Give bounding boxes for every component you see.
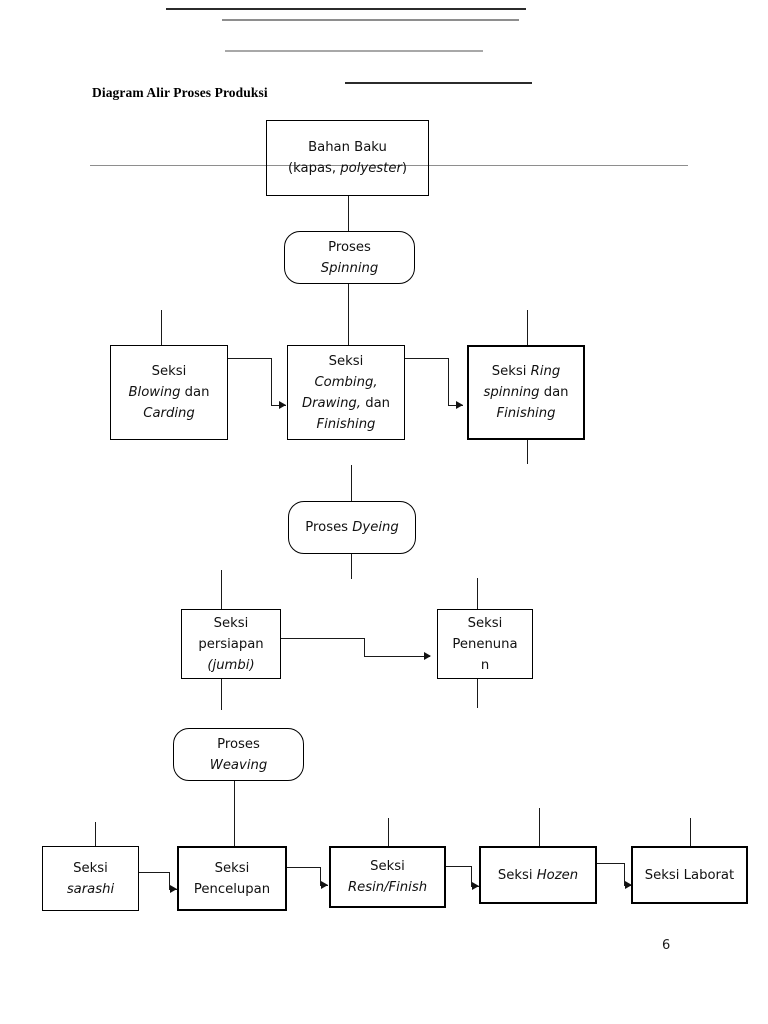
edge-combing-ring-h1 bbox=[405, 358, 449, 359]
page-title: Diagram Alir Proses Produksi bbox=[92, 85, 268, 100]
node-seksi-ring-spinning-finishing[interactable]: Seksi Ring spinning dan Finishing bbox=[467, 345, 585, 440]
node-penenunan-line1: Seksi bbox=[467, 615, 503, 631]
stub-below-dyeing bbox=[351, 554, 352, 579]
node-proses-dyeing-line1: Proses Dyeing bbox=[305, 520, 399, 535]
node-blowing-line2: Blowing dan bbox=[128, 385, 210, 400]
edge-sarashi-pencelupan-h1 bbox=[139, 872, 170, 873]
arrowhead-combing-to-ring bbox=[456, 401, 463, 409]
node-persiapan-line2: persiapan bbox=[198, 636, 264, 652]
edge-pencelupan-resin-h1 bbox=[287, 867, 321, 868]
node-combing-line2: Combing, bbox=[314, 374, 378, 390]
node-seksi-combing-drawing-finishing[interactable]: Seksi Combing, Drawing, dan Finishing bbox=[287, 345, 405, 440]
edge-blowing-combing-v bbox=[271, 358, 272, 405]
node-pencelupan-line2: Pencelupan bbox=[193, 881, 271, 897]
stub-above-sarashi bbox=[95, 822, 96, 846]
edge-hozen-laborat-h1 bbox=[597, 863, 625, 864]
node-bahan-baku-line1: Bahan Baku bbox=[308, 140, 387, 155]
node-proses-weaving[interactable]: Proses Weaving bbox=[173, 728, 304, 781]
stub-above-hozen bbox=[539, 808, 540, 846]
node-laborat-line1: Seksi Laborat bbox=[644, 867, 735, 883]
node-combing-line3: Drawing, dan bbox=[301, 395, 391, 411]
stub-below-ring bbox=[527, 440, 528, 464]
edge-combing-ring-h2 bbox=[448, 405, 463, 406]
node-bahan-baku-line2: (kapas, polyester) bbox=[287, 161, 408, 176]
node-blowing-line3: Carding bbox=[143, 406, 195, 421]
edge-sarashi-pencelupan-v bbox=[169, 872, 170, 889]
edge-combing-ring-v bbox=[448, 358, 449, 405]
node-proses-weaving-line1: Proses bbox=[217, 736, 260, 752]
node-bahan-baku[interactable]: Bahan Baku (kapas, polyester) bbox=[266, 120, 429, 196]
arrowhead-persiapan-to-penenunan bbox=[424, 652, 431, 660]
node-resin-line2: Resin/Finish bbox=[347, 880, 428, 895]
node-hozen-line1: Seksi Hozen bbox=[497, 867, 579, 883]
edge-pencelupan-resin-v bbox=[320, 867, 321, 885]
edge-persiapan-penenunan-h1 bbox=[281, 638, 365, 639]
stub-below-penenunan bbox=[477, 679, 478, 708]
edge-spinning-to-combing bbox=[348, 284, 349, 345]
edge-resin-hozen-v bbox=[471, 866, 472, 886]
node-combing-line1: Seksi bbox=[328, 353, 364, 369]
stub-above-dyeing bbox=[351, 465, 352, 501]
stub-above-resin bbox=[388, 818, 389, 846]
node-persiapan-line1: Seksi bbox=[213, 615, 249, 631]
node-seksi-pencelupan[interactable]: Seksi Pencelupan bbox=[177, 846, 287, 911]
node-proses-spinning-line1: Proses bbox=[328, 239, 371, 255]
node-seksi-laborat[interactable]: Seksi Laborat bbox=[631, 846, 748, 904]
arrowhead-sarashi-to-pencelupan bbox=[170, 885, 177, 893]
node-seksi-resin-finish[interactable]: Seksi Resin/Finish bbox=[329, 846, 446, 908]
stub-above-ring bbox=[527, 310, 528, 345]
stub-above-blowing bbox=[161, 310, 162, 345]
arrowhead-pencelupan-to-resin bbox=[321, 881, 328, 889]
node-proses-spinning-line2: Spinning bbox=[320, 260, 379, 276]
node-persiapan-line3: (jumbi) bbox=[207, 657, 255, 673]
edge-blowing-combing-h1 bbox=[228, 358, 272, 359]
arrowhead-blowing-to-combing bbox=[279, 401, 286, 409]
scan-artifact-line-1 bbox=[166, 8, 526, 10]
edge-bahanbaku-to-spinning bbox=[348, 196, 349, 232]
arrowhead-hozen-to-laborat bbox=[625, 881, 632, 889]
scan-artifact-line-2 bbox=[222, 19, 519, 21]
stub-above-persiapan bbox=[221, 570, 222, 609]
stub-above-laborat bbox=[690, 818, 691, 846]
node-seksi-persiapan-jumbi[interactable]: Seksi persiapan (jumbi) bbox=[181, 609, 281, 679]
edge-persiapan-penenunan-v bbox=[364, 638, 365, 656]
node-seksi-blowing-carding[interactable]: Seksi Blowing dan Carding bbox=[110, 345, 228, 440]
edge-resin-hozen-h1 bbox=[446, 866, 472, 867]
node-penenunan-line3: n bbox=[480, 657, 490, 673]
page-number: 6 bbox=[662, 938, 671, 953]
node-pencelupan-line1: Seksi bbox=[214, 860, 250, 876]
node-ring-line2: spinning dan bbox=[483, 385, 569, 400]
edge-blowing-combing-h2 bbox=[271, 405, 286, 406]
node-ring-line1: Seksi Ring bbox=[491, 364, 561, 379]
node-sarashi-line1: Seksi bbox=[73, 860, 108, 876]
edge-hozen-laborat-v bbox=[624, 863, 625, 885]
stub-below-weaving bbox=[234, 781, 235, 846]
stub-below-persiapan bbox=[221, 679, 222, 710]
node-ring-line3: Finishing bbox=[496, 406, 556, 421]
node-resin-line1: Seksi bbox=[370, 859, 405, 874]
stub-above-penenunan bbox=[477, 578, 478, 609]
node-seksi-penenunan[interactable]: Seksi Penenuna n bbox=[437, 609, 533, 679]
node-proses-spinning[interactable]: Proses Spinning bbox=[284, 231, 415, 284]
node-penenunan-line2: Penenuna bbox=[452, 636, 518, 652]
scan-artifact-line-3 bbox=[225, 50, 483, 52]
node-combing-line4: Finishing bbox=[316, 416, 376, 432]
node-blowing-line1: Seksi bbox=[151, 364, 187, 379]
edge-persiapan-penenunan-h2 bbox=[364, 656, 430, 657]
arrowhead-resin-to-hozen bbox=[472, 882, 479, 890]
scan-artifact-line-4 bbox=[345, 82, 532, 84]
node-seksi-sarashi[interactable]: Seksi sarashi bbox=[42, 846, 139, 911]
node-seksi-hozen[interactable]: Seksi Hozen bbox=[479, 846, 597, 904]
node-proses-dyeing[interactable]: Proses Dyeing bbox=[288, 501, 416, 554]
node-sarashi-line2: sarashi bbox=[66, 881, 115, 897]
node-proses-weaving-line2: Weaving bbox=[209, 757, 268, 773]
